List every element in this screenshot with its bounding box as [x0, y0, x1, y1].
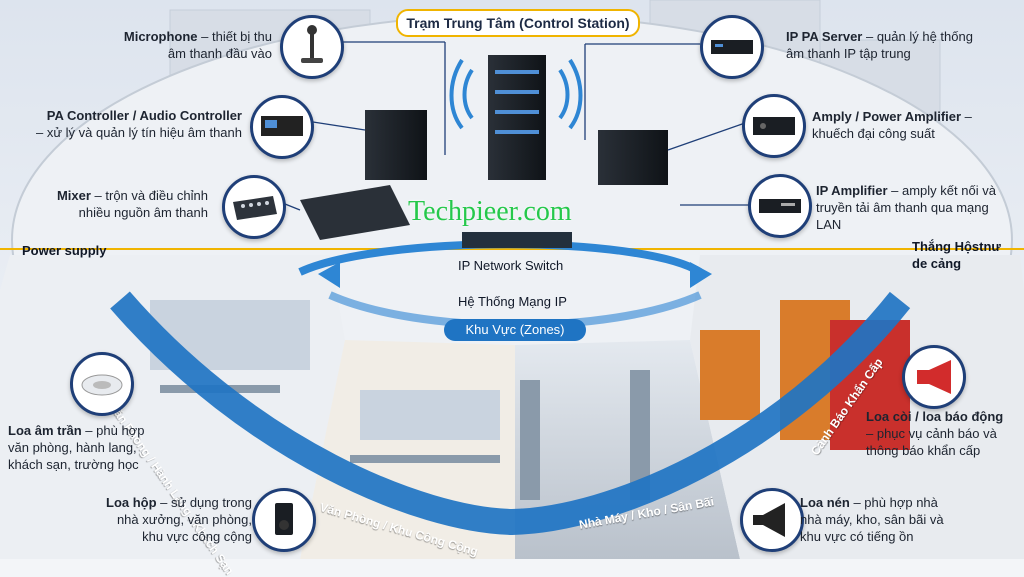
horn-speaker-label-text: – phù hợp nhà — [849, 495, 938, 510]
siren-speaker-label-line2: – phục vụ cảnh báo và — [866, 426, 997, 441]
network-label: Hệ Thống Mạng IP — [458, 294, 567, 309]
ceiling-speaker-label-line3: khách sạn, trường học — [8, 457, 139, 472]
microphone-label-line2: âm thanh đầu vào — [167, 46, 272, 61]
box-speaker-icon — [252, 488, 316, 552]
siren-speaker-label-bold: Loa còi / loa báo động — [866, 409, 1004, 424]
horn-speaker-label: Loa nén – phù hợp nhà nhà máy, kho, sân … — [800, 494, 1015, 545]
ip-amplifier-label-bold: IP Amplifier — [816, 183, 888, 198]
ip-pa-server-label-bold: IP PA Server — [786, 29, 863, 44]
power-amplifier-label-bold: Amply / Power Amplifier — [812, 109, 962, 124]
box-speaker-label-bold: Loa hộp — [106, 495, 157, 510]
siren-icon — [902, 345, 966, 409]
right-side-line1: Thắng Hộstnư — [912, 239, 1001, 254]
horn-speaker-label-line3: khu vực có tiếng ồn — [800, 529, 914, 544]
ceiling-speaker-label-bold: Loa âm trần — [8, 423, 82, 438]
amplifier-icon — [742, 94, 806, 158]
server-icon — [700, 15, 764, 79]
right-side-line2: de cảng — [912, 256, 962, 271]
box-speaker-label-line3: khu vực công cộng — [142, 529, 252, 544]
horn-speaker-label-line2: nhà máy, kho, sân bãi và — [800, 512, 944, 527]
microphone-label: Microphone – thiết bị thu âm thanh đầu v… — [60, 28, 272, 62]
horn-speaker-label-bold: Loa nén — [800, 495, 850, 510]
pa-controller-label-line2: – xử lý và quản lý tín hiệu âm thanh — [36, 125, 242, 140]
ip-pa-server-label-line2: âm thanh IP tập trung — [786, 46, 911, 61]
power-amplifier-label-text: – — [961, 109, 972, 124]
siren-speaker-label: Loa còi / loa báo động – phục vụ cảnh bá… — [866, 408, 1021, 459]
mixer-label-bold: Mixer — [56, 188, 91, 203]
mixer-label: Mixer – trộn và điều chỉnh nhiều nguồn â… — [10, 187, 208, 221]
pa-controller-label-bold: PA Controller / Audio Controller — [46, 108, 242, 123]
controller-icon — [250, 95, 314, 159]
switch-label: IP Network Switch — [458, 258, 564, 273]
box-speaker-label-line2: nhà xưởng, văn phòng, — [116, 512, 252, 527]
microphone-label-bold: Microphone — [123, 29, 198, 44]
network-switch — [462, 232, 572, 248]
ip-amplifier-label: IP Amplifier – amply kết nối và truyền t… — [816, 182, 1016, 233]
microphone-icon — [280, 15, 344, 79]
ip-amplifier-label-line2: truyền tải âm thanh qua mạng — [816, 200, 989, 215]
mixer-icon — [222, 175, 286, 239]
central-rack — [488, 55, 546, 180]
power-amplifier-label: Amply / Power Amplifier – khuếch đại côn… — [812, 108, 1017, 142]
control-station-title: Trạm Trung Tâm (Control Station) — [396, 9, 640, 37]
power-supply-label: Power supply — [22, 243, 107, 258]
ceiling-speaker-label: Loa âm trần – phù hợp văn phòng, hành la… — [8, 422, 208, 473]
right-side-label: Thắng Hộstnư de cảng — [912, 238, 1001, 272]
power-amplifier-label-line2: khuếch đại công suất — [812, 126, 935, 141]
mixer-label-text: – trộn và điều chỉnh — [90, 188, 208, 203]
horn-speaker-icon — [740, 488, 804, 552]
box-speaker-label: Loa hộp – sử dụng trong nhà xưởng, văn p… — [40, 494, 252, 545]
pa-controller-rack — [365, 110, 427, 180]
microphone-label-text: – thiết bị thu — [197, 29, 272, 44]
zones-label: Khu Vực (Zones) — [444, 319, 586, 341]
ceiling-speaker-icon — [70, 352, 134, 416]
ip-pa-server-label-text: – quản lý hệ thống — [862, 29, 973, 44]
mixer-device — [300, 185, 410, 240]
zones-band — [110, 291, 911, 536]
mixer-label-line2: nhiều nguồn âm thanh — [78, 205, 208, 220]
amplifier-rack — [598, 130, 668, 185]
siren-speaker-label-line3: thông báo khẩn cấp — [866, 443, 981, 458]
ceiling-speaker-label-line2: văn phòng, hành lang, — [8, 440, 137, 455]
ip-amplifier-icon — [748, 174, 812, 238]
ip-amplifier-label-line3: LAN — [816, 217, 842, 232]
ip-amplifier-label-text: – amply kết nối và — [887, 183, 996, 198]
pa-controller-label: PA Controller / Audio Controller – xử lý… — [0, 107, 242, 141]
ip-pa-server-label: IP PA Server – quản lý hệ thống âm thanh… — [786, 28, 1016, 62]
box-speaker-label-text: – sử dụng trong — [156, 495, 252, 510]
ceiling-speaker-label-text: – phù hợp — [81, 423, 145, 438]
watermark: Techpieer.com — [408, 196, 572, 227]
